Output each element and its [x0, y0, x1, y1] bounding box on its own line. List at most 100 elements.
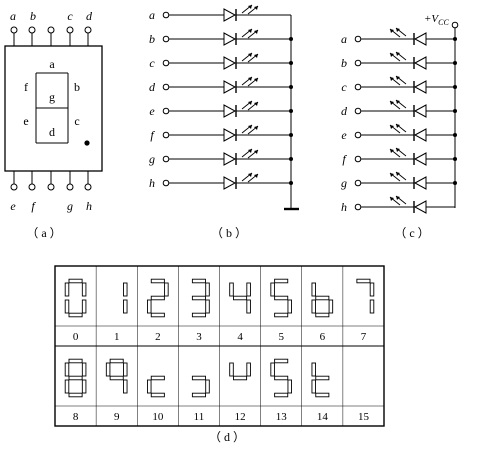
junction-dot	[289, 181, 293, 185]
led-symbol	[223, 128, 237, 142]
junction-dot	[289, 37, 293, 41]
top-pin-label-b: b	[30, 9, 36, 23]
lit-segment-e	[64, 379, 70, 394]
led-symbol	[223, 104, 237, 118]
led-symbol	[223, 8, 237, 22]
digit-label: 3	[196, 331, 202, 343]
arrow-head	[390, 101, 394, 105]
junction-dot	[453, 37, 457, 41]
junction-dot	[289, 109, 293, 113]
supply-label: +VCC	[424, 13, 449, 27]
led-symbol	[413, 200, 427, 214]
input-terminal	[162, 179, 170, 187]
lit-segment-b	[369, 282, 375, 297]
lit-segment-c	[328, 299, 334, 314]
input-terminal	[162, 131, 170, 139]
caption-a: （ a ）	[26, 226, 61, 240]
arrow-head	[254, 126, 258, 130]
top-pin-terminal	[28, 26, 36, 34]
digit-label: 6	[320, 331, 326, 343]
lit-segment-f	[229, 362, 234, 377]
lit-segment-d	[68, 312, 83, 318]
lit-segment-b	[81, 362, 87, 377]
arrow-head	[254, 78, 258, 82]
digit-cell: 14	[311, 362, 330, 423]
junction-dot	[453, 61, 457, 65]
arrow-head	[396, 148, 400, 152]
digit-label: 14	[317, 411, 329, 423]
arrow-head	[396, 76, 400, 80]
lit-segment-f	[311, 362, 317, 377]
top-pin-terminal	[84, 26, 92, 34]
lit-segment-b	[246, 282, 251, 297]
lit-segment-f	[270, 282, 275, 297]
bottom-pin-terminal	[84, 183, 92, 191]
bottom-pin-terminal	[10, 183, 18, 191]
junction-dot	[453, 181, 457, 185]
segment-label-c: c	[74, 114, 79, 128]
lit-segment-d	[274, 312, 289, 318]
top-pin-label-a: a	[10, 9, 16, 23]
caption-d: （ d ）	[209, 430, 245, 444]
input-label-a: a	[149, 8, 155, 22]
input-label-c: c	[149, 56, 155, 70]
arrow-head	[396, 100, 400, 104]
lit-segment-a	[356, 278, 371, 284]
led-symbol	[223, 80, 237, 94]
lit-segment-c	[287, 379, 293, 394]
lit-segment-f	[64, 362, 70, 377]
input-terminal	[162, 35, 170, 43]
digit-label: 0	[73, 331, 79, 343]
lit-segment-g	[109, 375, 124, 381]
led-symbol	[223, 152, 237, 166]
lit-segment-a	[150, 278, 165, 284]
arrow-head	[248, 101, 252, 105]
arrow-head	[254, 102, 258, 106]
lit-segment-b	[164, 282, 169, 297]
digit-cell: 2	[146, 278, 169, 343]
digit-cell: 0	[64, 278, 87, 343]
input-terminal	[354, 59, 362, 67]
bottom-pin-terminal	[28, 183, 36, 191]
lit-segment-e	[311, 379, 317, 394]
digit-label: 5	[278, 331, 284, 343]
arrow-head	[396, 52, 400, 56]
lit-segment-d	[150, 392, 165, 398]
decimal-point	[84, 140, 90, 146]
junction-dot	[289, 157, 293, 161]
lit-segment-d	[150, 312, 165, 318]
digit-cell: 13	[270, 358, 293, 423]
junction-dot	[453, 157, 457, 161]
junction-dot	[453, 109, 457, 113]
caption-c: （ c ）	[394, 226, 429, 240]
junction-dot	[289, 85, 293, 89]
input-label-b: b	[341, 56, 347, 70]
lit-segment-d	[68, 392, 83, 398]
lit-segment-c	[369, 299, 375, 314]
led-symbol	[223, 56, 237, 70]
digit-label: 9	[114, 411, 120, 423]
lit-segment-d	[274, 392, 289, 398]
lit-segment-e	[311, 299, 317, 314]
input-terminal	[354, 107, 362, 115]
segment-label-a: a	[49, 57, 55, 71]
digit-cell: 7	[356, 278, 375, 343]
digit-cell: 15	[358, 411, 370, 423]
digit-cell: 4	[229, 282, 251, 343]
top-pins	[10, 26, 92, 46]
lit-segment-f	[311, 282, 317, 297]
segment-label-f: f	[24, 80, 28, 94]
lit-segment-g	[68, 375, 83, 381]
top-pin-label-d: d	[86, 9, 93, 23]
input-label-a: a	[341, 32, 347, 46]
arrow-head	[248, 53, 252, 57]
digit-label: 11	[194, 411, 205, 423]
input-terminal	[354, 179, 362, 187]
led-symbol	[413, 176, 427, 190]
led-symbol	[413, 56, 427, 70]
input-terminal	[354, 35, 362, 43]
lit-segment-g	[274, 295, 289, 301]
digit-cell: 11	[191, 375, 210, 423]
lit-segment-e	[64, 299, 70, 314]
